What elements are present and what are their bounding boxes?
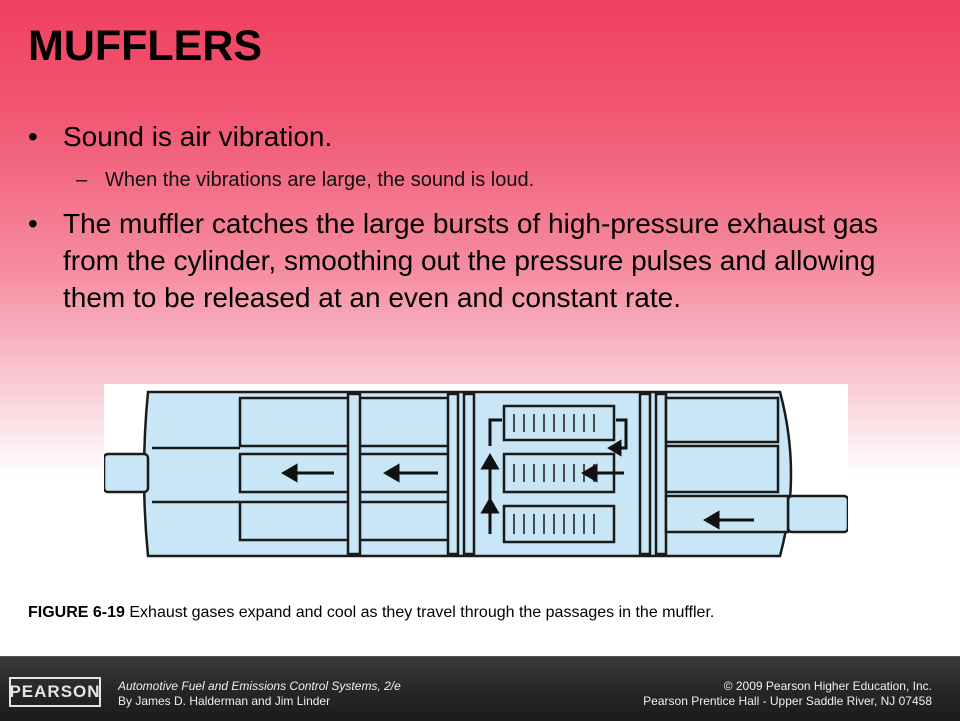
bullet-text: Sound is air vibration. bbox=[63, 121, 333, 152]
book-title: Automotive Fuel and Emissions Control Sy… bbox=[118, 679, 401, 693]
figure-caption: FIGURE 6-19 Exhaust gases expand and coo… bbox=[28, 604, 714, 622]
bullet-list: • Sound is air vibration. – When the vib… bbox=[28, 118, 938, 316]
perforated-tube-bottom bbox=[502, 504, 616, 544]
bullet-text: The muffler catches the large bursts of … bbox=[63, 208, 879, 313]
inlet-pipe bbox=[786, 494, 850, 534]
right-inlet-tube bbox=[664, 494, 790, 534]
footer-bar: PEARSON Automotive Fuel and Emissions Co… bbox=[0, 656, 960, 721]
outlet-pipe bbox=[102, 452, 150, 494]
copyright-text: © 2009 Pearson Higher Education, Inc. bbox=[723, 679, 932, 693]
caption-text: Exhaust gases expand and cool as they tr… bbox=[124, 604, 715, 621]
publisher-text: Pearson Prentice Hall - Upper Saddle Riv… bbox=[643, 694, 932, 708]
slide-title: MUFFLERS bbox=[28, 22, 263, 70]
dash-glyph: – bbox=[76, 169, 88, 191]
footer-left: Automotive Fuel and Emissions Control Sy… bbox=[118, 679, 401, 709]
caption-label: FIGURE 6-19 bbox=[28, 604, 125, 621]
muffler-illustration bbox=[102, 390, 850, 558]
bullet-glyph: • bbox=[28, 208, 38, 239]
perforated-tube-top bbox=[502, 404, 616, 442]
muffler-diagram bbox=[102, 384, 850, 564]
sub-bullet-item: – When the vibrations are large, the sou… bbox=[28, 167, 938, 193]
bullet-glyph: • bbox=[28, 121, 38, 152]
sub-bullet-text: When the vibrations are large, the sound… bbox=[105, 169, 535, 191]
footer-right: © 2009 Pearson Higher Education, Inc. Pe… bbox=[643, 679, 932, 709]
pearson-logo: PEARSON bbox=[9, 677, 101, 707]
bullet-item: • Sound is air vibration. bbox=[28, 118, 938, 155]
book-authors: By James D. Halderman and Jim Linder bbox=[118, 694, 331, 708]
bullet-item: • The muffler catches the large bursts o… bbox=[28, 205, 938, 316]
